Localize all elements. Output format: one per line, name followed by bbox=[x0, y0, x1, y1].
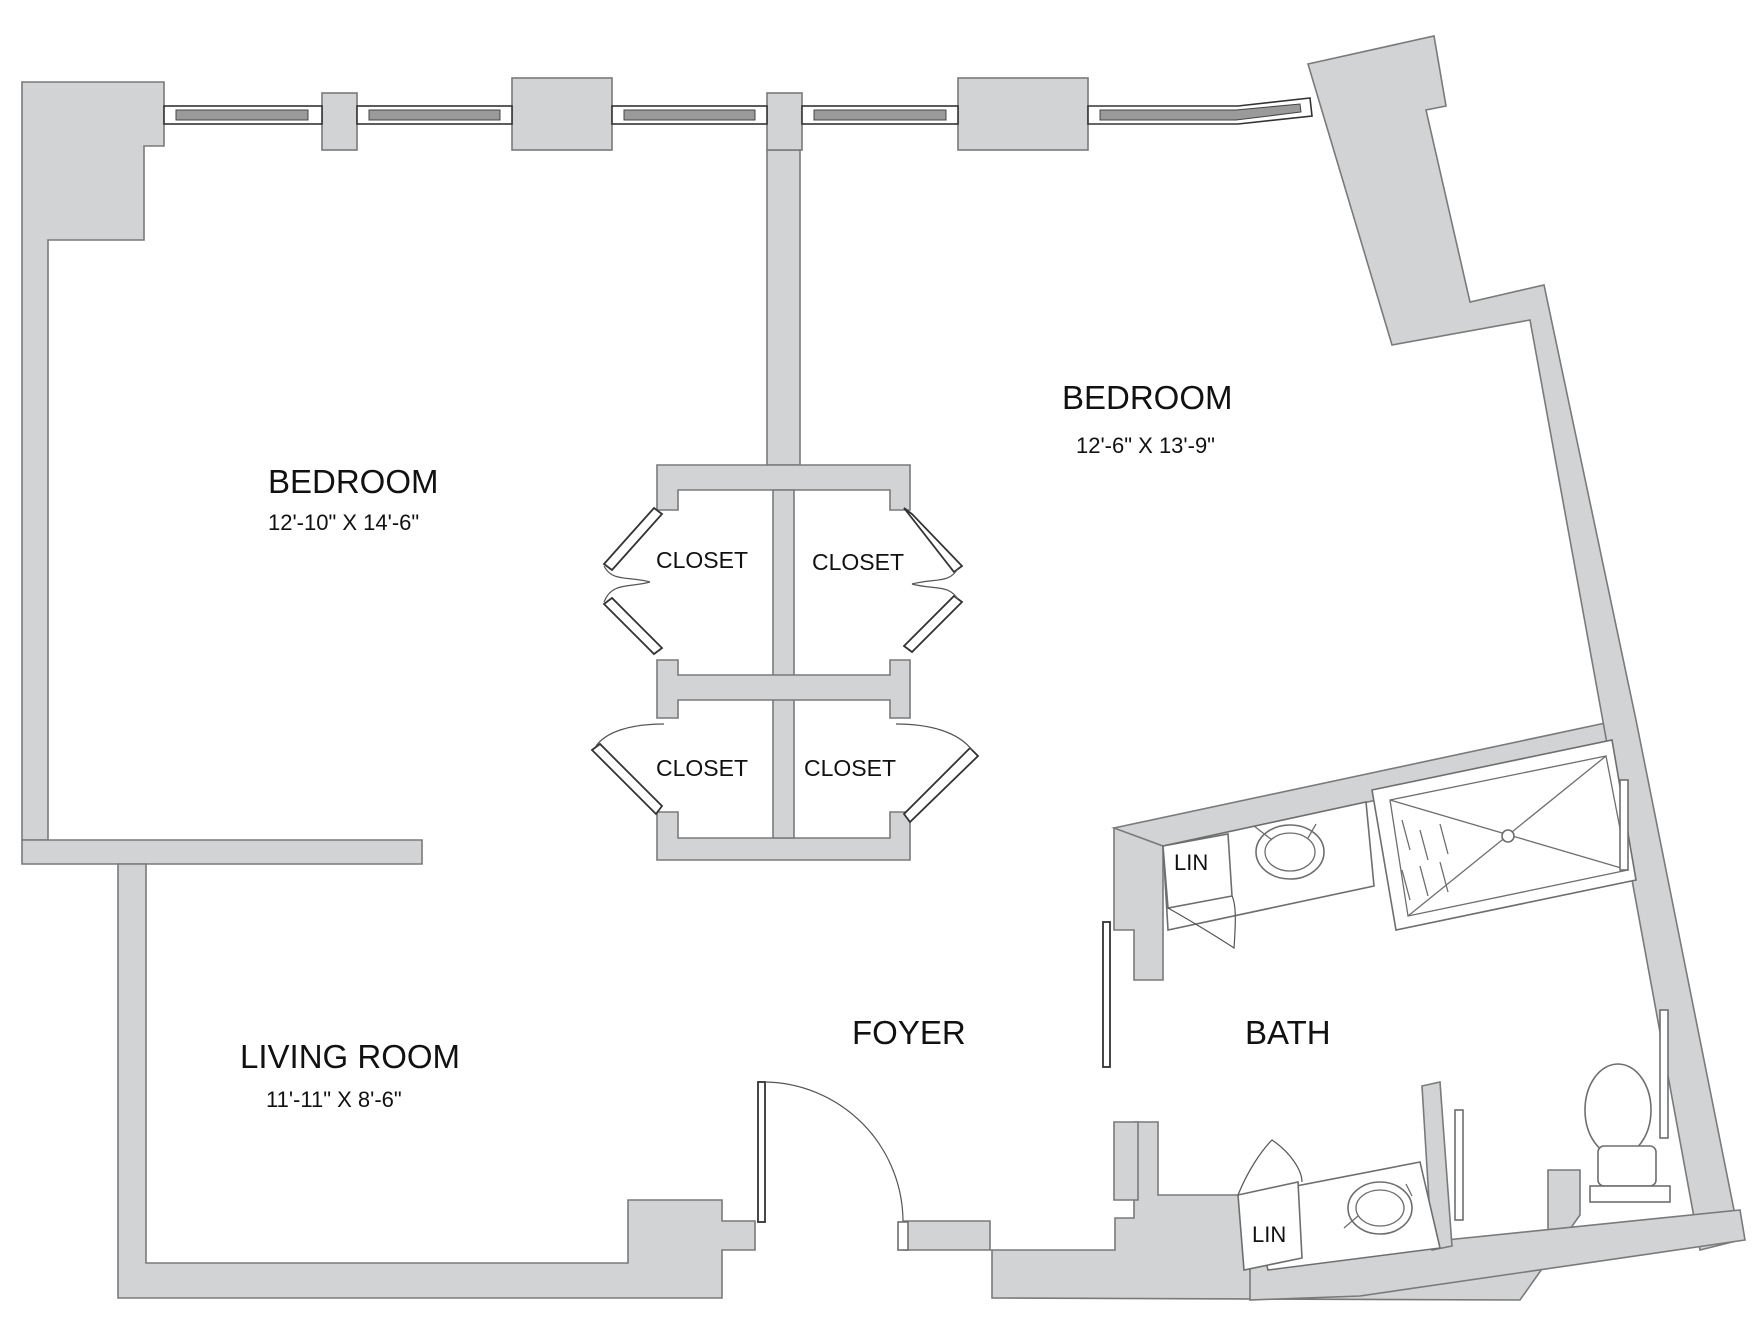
wall-pier-3 bbox=[766, 92, 803, 151]
toilet-icon bbox=[1584, 1063, 1671, 1203]
room-name-living-room: LIVING ROOM bbox=[240, 1038, 460, 1075]
grab-bar-icon bbox=[1454, 1109, 1464, 1221]
grab-bar-icon bbox=[1659, 1009, 1669, 1139]
sink-icon bbox=[1343, 1181, 1413, 1235]
room-name-bedroom-right: BEDROOM bbox=[1062, 379, 1233, 416]
wall-right-exterior bbox=[1306, 35, 1741, 1251]
wall-pier-4 bbox=[957, 77, 1089, 151]
wall-central-divider bbox=[766, 149, 801, 466]
closet-wall-bottom bbox=[656, 811, 911, 861]
wall-bath-stub bbox=[1113, 1121, 1139, 1201]
closet-label: CLOSET bbox=[812, 549, 904, 575]
room-name-foyer: FOYER bbox=[852, 1014, 966, 1051]
bath-fixtures bbox=[1162, 739, 1671, 1271]
wall-bottom-right bbox=[1249, 1209, 1746, 1301]
grab-bar-icon bbox=[1619, 779, 1629, 871]
closet-door-bottom-right[interactable] bbox=[895, 723, 980, 824]
closet-door-top-left[interactable] bbox=[602, 506, 664, 656]
room-name-bedroom-left: BEDROOM bbox=[268, 463, 439, 500]
window-icon bbox=[801, 105, 959, 125]
wall-living-room bbox=[117, 863, 756, 1299]
closet-door-top-right[interactable] bbox=[902, 507, 964, 654]
window-icon bbox=[1087, 97, 1313, 125]
window-icon bbox=[356, 105, 513, 125]
linen-label: LIN bbox=[1174, 850, 1208, 875]
window-icon bbox=[163, 105, 323, 125]
shower-icon bbox=[1371, 739, 1637, 931]
closet-label: CLOSET bbox=[804, 755, 896, 781]
closet-label: CLOSET bbox=[656, 547, 748, 573]
closet-wall-middle bbox=[656, 659, 911, 719]
linen-label: LIN bbox=[1252, 1222, 1286, 1247]
wall-pier-1 bbox=[321, 92, 358, 151]
bath-door[interactable] bbox=[1102, 921, 1111, 1068]
wall-corner-top-left bbox=[21, 81, 165, 841]
entry-door[interactable] bbox=[757, 1081, 909, 1251]
room-dimensions-bedroom-left: 12'-10" X 14'-6" bbox=[268, 510, 419, 535]
closet-wall-top bbox=[656, 464, 911, 511]
door-swing-icon bbox=[764, 1081, 904, 1223]
room-dimensions-bedroom-right: 12'-6" X 13'-9" bbox=[1076, 433, 1215, 458]
closet-door-bottom-left[interactable] bbox=[590, 723, 665, 816]
closet-label: CLOSET bbox=[656, 755, 748, 781]
window-icon bbox=[611, 105, 768, 125]
closet-block bbox=[590, 464, 980, 861]
sink-icon bbox=[1253, 823, 1325, 880]
room-dimensions-living-room: 11'-11" X 8'-6" bbox=[266, 1087, 402, 1112]
labels: BEDROOM 12'-10" X 14'-6" BEDROOM 12'-6" … bbox=[240, 379, 1331, 1247]
windows bbox=[163, 97, 1313, 125]
wall-pier-2 bbox=[511, 77, 613, 151]
room-name-bath: BATH bbox=[1245, 1014, 1331, 1051]
closet-wall-center-vertical bbox=[772, 489, 795, 839]
linen-closet-lower bbox=[1237, 1181, 1303, 1271]
wall-bedroom-left-bottom bbox=[21, 839, 423, 865]
